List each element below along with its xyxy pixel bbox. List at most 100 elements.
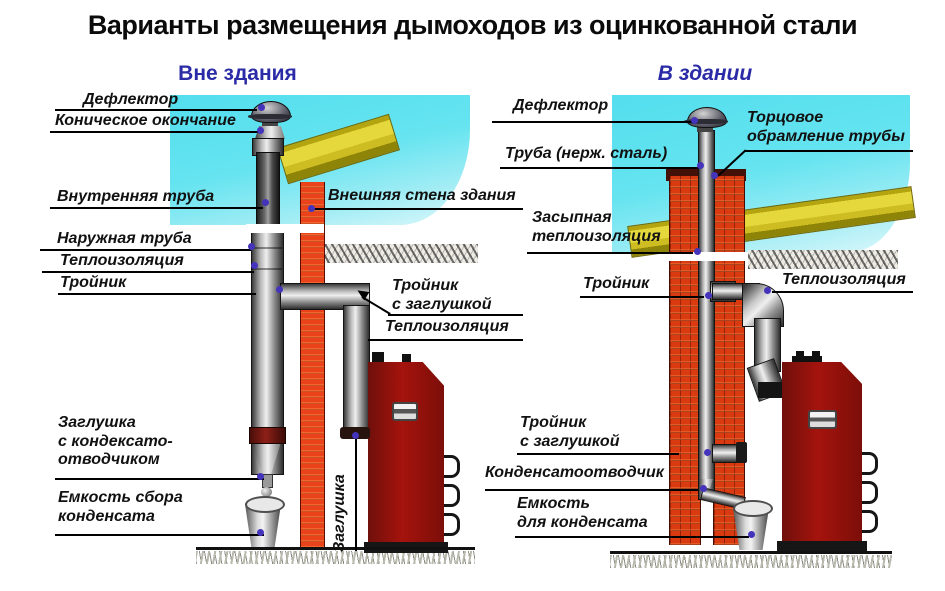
- leader-dot: [704, 449, 711, 456]
- plug-cap: [736, 442, 747, 463]
- chimney-column-left: [669, 176, 701, 545]
- label-tee: Тройник: [60, 274, 127, 291]
- label-tee-with-plug: Тройник с заглушкой: [520, 414, 620, 450]
- leader-line: [500, 167, 698, 169]
- section-heading-inside: В здании: [657, 62, 753, 85]
- building-wall: [300, 182, 325, 548]
- boiler-pipe-hook: [444, 513, 460, 536]
- leader-line: [58, 293, 256, 295]
- leader-dot: [764, 287, 771, 294]
- leader-dot: [257, 529, 264, 536]
- ceiling-hatch: [748, 250, 898, 269]
- leader-line: [310, 208, 523, 210]
- leader-line: [55, 109, 257, 111]
- leader-dot: [711, 172, 718, 179]
- bucket-rim: [733, 500, 773, 517]
- ceiling-hatch: [321, 244, 478, 263]
- ground-hatch: [610, 555, 892, 568]
- leader-line: [515, 536, 749, 538]
- label-tee: Тройник: [583, 275, 650, 292]
- pipe-coupling: [249, 427, 286, 444]
- label-plug-vertical: Заглушка: [331, 474, 348, 552]
- boiler: [368, 362, 444, 544]
- leader-dot: [257, 473, 264, 480]
- chimney-break: [664, 252, 746, 261]
- boiler-top-knob: [796, 351, 804, 357]
- pipe-joint: [251, 247, 282, 249]
- leader-dot: [748, 531, 755, 538]
- leader-line: [50, 131, 262, 133]
- leader-line: [745, 150, 913, 152]
- label-insulation: Теплоизоляция: [60, 252, 184, 269]
- drain-drop: [261, 487, 272, 497]
- boiler-top-stub: [402, 354, 411, 364]
- ground-line: [610, 551, 892, 554]
- leader-dot: [248, 243, 255, 250]
- boiler-top-stub: [372, 352, 384, 364]
- leader-line: [55, 478, 264, 480]
- label-deflector: Дефлектор: [513, 97, 609, 114]
- boiler-pipe-hook: [862, 510, 878, 533]
- ground-line: [196, 547, 475, 550]
- leader-line: [368, 339, 523, 341]
- leader-line: [40, 249, 251, 251]
- section-heading-outside: Вне здания: [178, 62, 297, 85]
- leader-line: [42, 271, 254, 273]
- leader-line: [485, 489, 698, 491]
- label-deflector: Дефлектор: [83, 91, 179, 108]
- label-conical-end: Коническое окончание: [55, 112, 236, 129]
- leader-line: [388, 314, 523, 316]
- label-pipe-end-frame: Торцовое обрамление трубы: [747, 109, 905, 145]
- leader-dot: [276, 286, 283, 293]
- inner-pipe: [256, 152, 280, 230]
- leader-dot: [308, 205, 315, 212]
- leader-dot: [691, 117, 698, 124]
- leader-line: [517, 453, 679, 455]
- label-insulation: Теплоизоляция: [782, 271, 906, 288]
- boiler-pipe-hook: [444, 455, 460, 478]
- leader-dot: [700, 485, 707, 492]
- label-condensate-tank: Емкость для конденсата: [517, 495, 648, 531]
- chimney-column-right: [713, 176, 745, 545]
- pipe-break: [246, 224, 324, 233]
- leader-line: [55, 534, 264, 536]
- bucket-rim: [245, 496, 285, 513]
- deflector-brim: [684, 119, 728, 124]
- boiler-top-fitting: [792, 356, 822, 365]
- boiler-flue-stub: [758, 382, 786, 398]
- boiler-display: [808, 410, 837, 429]
- label-insulation-2: Теплоизоляция: [385, 318, 509, 335]
- boiler: [782, 362, 862, 544]
- leader-dot: [262, 199, 269, 206]
- ground-hatch: [196, 551, 475, 564]
- leader-dot: [258, 104, 265, 111]
- deflector-brim: [248, 114, 292, 119]
- boiler-top-knob: [812, 351, 820, 357]
- leader-dot: [251, 262, 258, 269]
- label-pipe-stainless: Труба (нерж. сталь): [505, 145, 668, 162]
- label-condensate-trap: Конденсатоотводчик: [485, 464, 664, 481]
- label-backfill-insulation: Засыпная теплоизоляция: [532, 209, 661, 245]
- label-plug-with-trap: Заглушка с кондексато- отводчиком: [58, 414, 173, 469]
- leader-line: [50, 207, 263, 209]
- leader-dot: [694, 248, 701, 255]
- label-outer-wall: Внешняя стена здания: [328, 187, 516, 204]
- leader-line: [580, 296, 704, 298]
- leader-line: [527, 252, 693, 254]
- label-inner-pipe: Внутренняя труба: [57, 188, 215, 205]
- boiler-base: [777, 541, 867, 553]
- tee-down-pipe: [343, 305, 370, 431]
- boiler-pipe-hook: [862, 481, 878, 504]
- label-tee-with-plug: Тройник с заглушкой: [392, 277, 492, 313]
- leader-line: [772, 291, 913, 293]
- leader-dot: [705, 292, 712, 299]
- leader-line: [492, 121, 695, 123]
- leader-line-vertical: [355, 437, 357, 551]
- label-outer-pipe: Наружная труба: [57, 230, 192, 247]
- label-condensate-tank: Емкость сбора конденсата: [58, 489, 183, 525]
- boiler-pipe-hook: [444, 484, 460, 507]
- leader-dot: [697, 162, 704, 169]
- leader-dot: [257, 127, 264, 134]
- boiler-pipe-hook: [862, 452, 878, 475]
